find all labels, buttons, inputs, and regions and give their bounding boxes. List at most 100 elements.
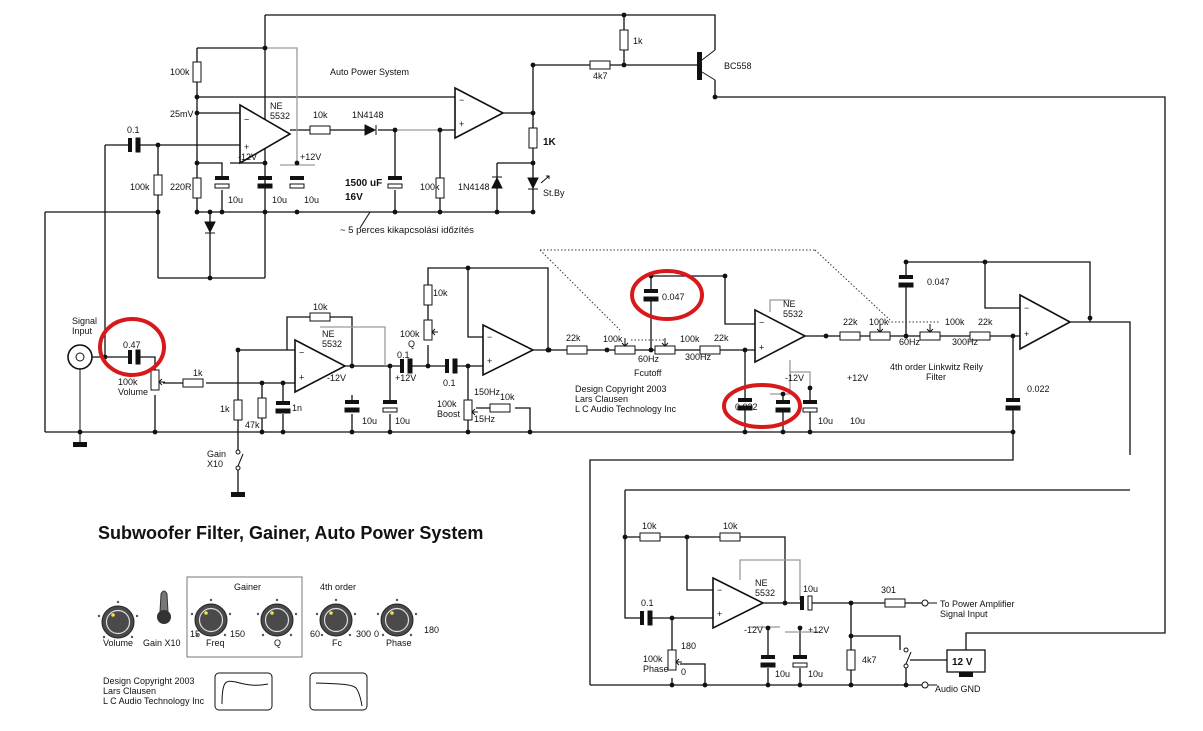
junction-dot	[219, 209, 225, 215]
label: NE	[270, 101, 283, 111]
label: 4k7	[862, 655, 877, 665]
label: Volume	[118, 387, 148, 397]
label: NE	[322, 329, 335, 339]
diode-icon	[204, 221, 216, 234]
label: -12V	[238, 152, 257, 162]
phase-knob[interactable]	[376, 598, 418, 637]
knob-indicator	[111, 613, 115, 617]
junction-dot	[530, 160, 536, 166]
junction-dot	[235, 347, 241, 353]
capacitor-plate	[760, 662, 776, 668]
junction-dot	[262, 45, 268, 51]
label: 300Hz	[685, 352, 712, 362]
label: 16V	[345, 192, 363, 203]
capacitor-plate	[800, 596, 804, 610]
label: 22k	[843, 317, 858, 327]
junction-dot	[780, 429, 786, 435]
output-label: To Power Amplifier	[940, 599, 1015, 609]
junction-dot	[194, 94, 200, 100]
knob-tick	[395, 598, 399, 602]
capacitor-plate	[215, 176, 229, 180]
switch-contact	[235, 449, 241, 455]
knob-tick	[376, 612, 380, 616]
panel-labels: Gainer 4th order Volume Gain X10 15 150 …	[103, 582, 439, 706]
label: 10u	[228, 195, 243, 205]
label: 10u	[775, 669, 790, 679]
capacitor-plate	[257, 183, 273, 189]
capacitor-plate	[640, 611, 644, 625]
gain-x10-toggle[interactable]	[157, 590, 171, 624]
freq-knob[interactable]	[190, 598, 232, 637]
capacitor-plate	[344, 407, 360, 413]
capacitor-plate	[382, 407, 398, 413]
wires	[44, 14, 1166, 686]
knob-ring	[105, 609, 131, 635]
transistor-leads	[701, 49, 716, 81]
fc-knob[interactable]	[315, 598, 357, 637]
capacitor-plate	[135, 349, 141, 365]
q-knob[interactable]	[256, 598, 298, 637]
label: 10u	[808, 669, 823, 679]
label: 10k	[723, 521, 738, 531]
label: 60Hz	[638, 354, 660, 364]
junction-dot	[807, 385, 813, 391]
opamp-triangle	[712, 576, 765, 630]
auto-power-title: Auto Power System	[330, 67, 409, 77]
label: -12V	[327, 373, 346, 383]
junction-dot	[1010, 333, 1016, 339]
resistor	[489, 403, 511, 413]
potentiometer-wiper	[621, 338, 629, 347]
switch-contact	[903, 663, 909, 669]
volume-knob[interactable]	[97, 600, 139, 639]
knob-indicator	[329, 611, 333, 615]
capacitor-plate	[135, 137, 141, 153]
junction-dot	[546, 347, 552, 353]
label: 100k	[118, 377, 138, 387]
junction-dot	[527, 429, 533, 435]
capacitor-plate	[387, 183, 403, 189]
resistor	[589, 60, 611, 70]
label: 5532	[783, 309, 803, 319]
label: 5532	[322, 339, 342, 349]
highlight-circle-047	[98, 317, 166, 377]
resistor	[182, 378, 204, 388]
knob-tick	[195, 633, 199, 637]
diode-icon	[491, 176, 503, 189]
diode-icon	[527, 177, 539, 190]
label: +12V	[847, 373, 868, 383]
knob-label-q: Q	[274, 638, 281, 648]
opamp-triangle	[482, 323, 535, 377]
junction-dot	[1087, 315, 1093, 321]
label: 4k7	[593, 71, 608, 81]
opamp-plus-sign: +	[299, 373, 304, 383]
copyright-line: Design Copyright 2003	[575, 384, 667, 394]
label: Signal	[72, 316, 97, 326]
capacitor-plate	[803, 400, 817, 404]
label: 100k	[680, 334, 700, 344]
capacitor-plate	[644, 289, 658, 293]
opamp-plus-sign: +	[487, 356, 492, 366]
knob-tick	[275, 598, 279, 602]
label: 0.1	[641, 598, 654, 608]
label: 1n	[292, 403, 302, 413]
knob-tick	[289, 633, 293, 637]
label: Gainer	[234, 582, 261, 592]
junction-dot	[903, 259, 909, 265]
label: Gain	[207, 449, 226, 459]
knob-tick	[348, 633, 352, 637]
junction-dot	[797, 625, 803, 631]
junction-dot	[742, 429, 748, 435]
label: 15Hz	[474, 414, 496, 424]
knob-tick	[353, 612, 357, 616]
label: 0.047	[662, 292, 685, 302]
label: X10	[207, 459, 223, 469]
knob-tick	[97, 614, 101, 618]
junction-dot	[530, 62, 536, 68]
junction-dot	[621, 12, 627, 18]
capacitor-plate	[775, 407, 791, 413]
resistor	[614, 345, 636, 355]
transistor-icon	[697, 52, 702, 80]
label: 22k	[714, 333, 729, 343]
knob-tick	[223, 633, 227, 637]
label: 5532	[270, 111, 290, 121]
